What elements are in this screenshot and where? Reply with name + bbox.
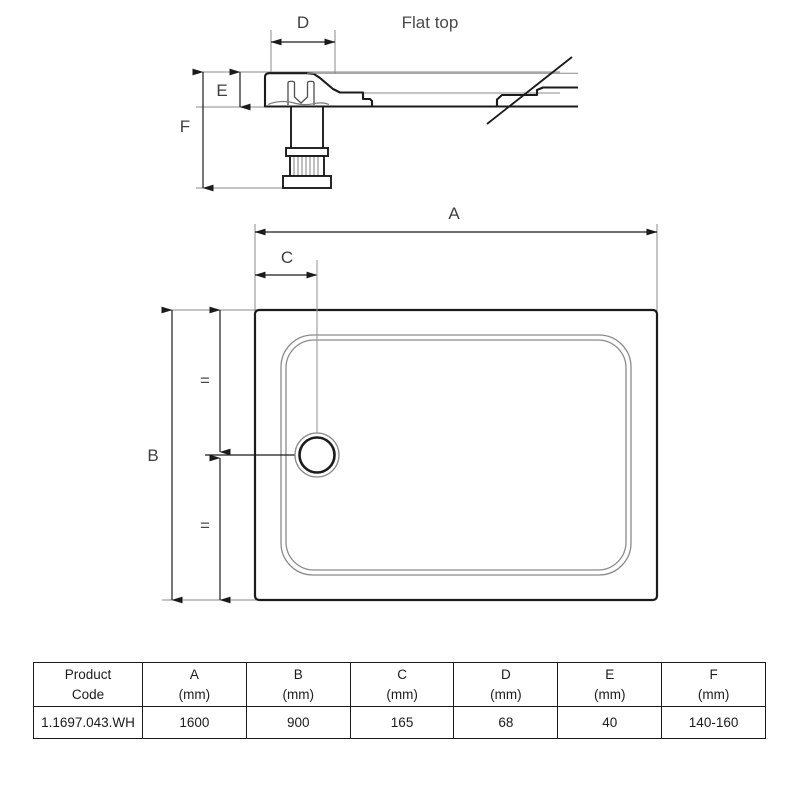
section-underside-step-right bbox=[372, 86, 578, 108]
header-line1: C bbox=[397, 666, 407, 682]
table-header-product-code: Product Code bbox=[33, 662, 143, 707]
cell-D: 68 bbox=[453, 706, 559, 739]
plan-view: A C B = = bbox=[147, 204, 659, 604]
section-underside-pads bbox=[267, 100, 330, 106]
leg-knurled-adjuster bbox=[289, 155, 325, 177]
dimension-C: C bbox=[254, 248, 318, 279]
section-break-line bbox=[486, 56, 573, 125]
dimension-A: A bbox=[254, 204, 658, 236]
header-line2: (mm) bbox=[282, 686, 314, 702]
header-line2: (mm) bbox=[386, 686, 418, 702]
dimension-B: B bbox=[147, 306, 183, 604]
header-line2: Code bbox=[71, 686, 105, 702]
equal-mark-upper: = bbox=[200, 371, 210, 390]
header-line2: (mm) bbox=[697, 686, 730, 702]
equal-mark-lower: = bbox=[200, 516, 210, 535]
leg-knurl-lines bbox=[293, 157, 319, 175]
cell-A: 1600 bbox=[142, 706, 247, 739]
header-line1: A bbox=[189, 666, 199, 682]
section-view: D E F Flat top bbox=[180, 13, 578, 192]
header-line2: (mm) bbox=[593, 686, 626, 702]
dimension-label-B: B bbox=[147, 446, 158, 465]
table-header-B: B (mm) bbox=[245, 662, 351, 707]
specification-table: Product Code A (mm) B (mm) C (mm) D (m bbox=[33, 662, 766, 739]
section-title-flat-top: Flat top bbox=[402, 13, 459, 32]
leg-upper-collar bbox=[285, 147, 329, 157]
cell-C: 165 bbox=[349, 706, 455, 739]
table-header-C: C (mm) bbox=[349, 662, 455, 707]
cell-B: 900 bbox=[245, 706, 351, 739]
header-line1: D bbox=[501, 666, 511, 682]
cell-E: 40 bbox=[557, 706, 663, 739]
header-line1: Product bbox=[64, 666, 112, 682]
table-header-A: A (mm) bbox=[142, 662, 247, 707]
dimension-label-C: C bbox=[281, 248, 293, 267]
adjustable-leg bbox=[282, 105, 332, 189]
section-internal-rib bbox=[287, 80, 315, 105]
dimension-F: F bbox=[180, 68, 214, 192]
dimension-E: E bbox=[216, 68, 251, 111]
dimension-label-E: E bbox=[216, 81, 227, 100]
drain-waste-hole bbox=[298, 436, 336, 474]
header-line2: (mm) bbox=[490, 686, 522, 702]
dimension-D: D bbox=[270, 13, 336, 46]
table-header-D: D (mm) bbox=[453, 662, 559, 707]
header-line1: F bbox=[709, 666, 718, 682]
table-header-F: F (mm) bbox=[661, 662, 766, 707]
dimension-equal-split: = = bbox=[200, 306, 231, 604]
header-line1: E bbox=[605, 666, 615, 682]
cell-product-code: 1.1697.043.WH bbox=[33, 706, 143, 739]
leg-foot-plate bbox=[282, 175, 332, 189]
cell-F: 140-160 bbox=[661, 706, 766, 739]
table-row: 1.1697.043.WH 1600 900 165 68 40 140-160 bbox=[33, 706, 766, 739]
dimension-label-F: F bbox=[180, 117, 190, 136]
header-line1: B bbox=[293, 666, 303, 682]
dimension-label-D: D bbox=[297, 13, 309, 32]
table-header-row: Product Code A (mm) B (mm) C (mm) D (m bbox=[33, 662, 766, 707]
leg-shaft bbox=[290, 105, 324, 150]
header-line2: (mm) bbox=[178, 686, 211, 702]
table-header-E: E (mm) bbox=[557, 662, 663, 707]
dimension-label-A: A bbox=[448, 204, 460, 223]
